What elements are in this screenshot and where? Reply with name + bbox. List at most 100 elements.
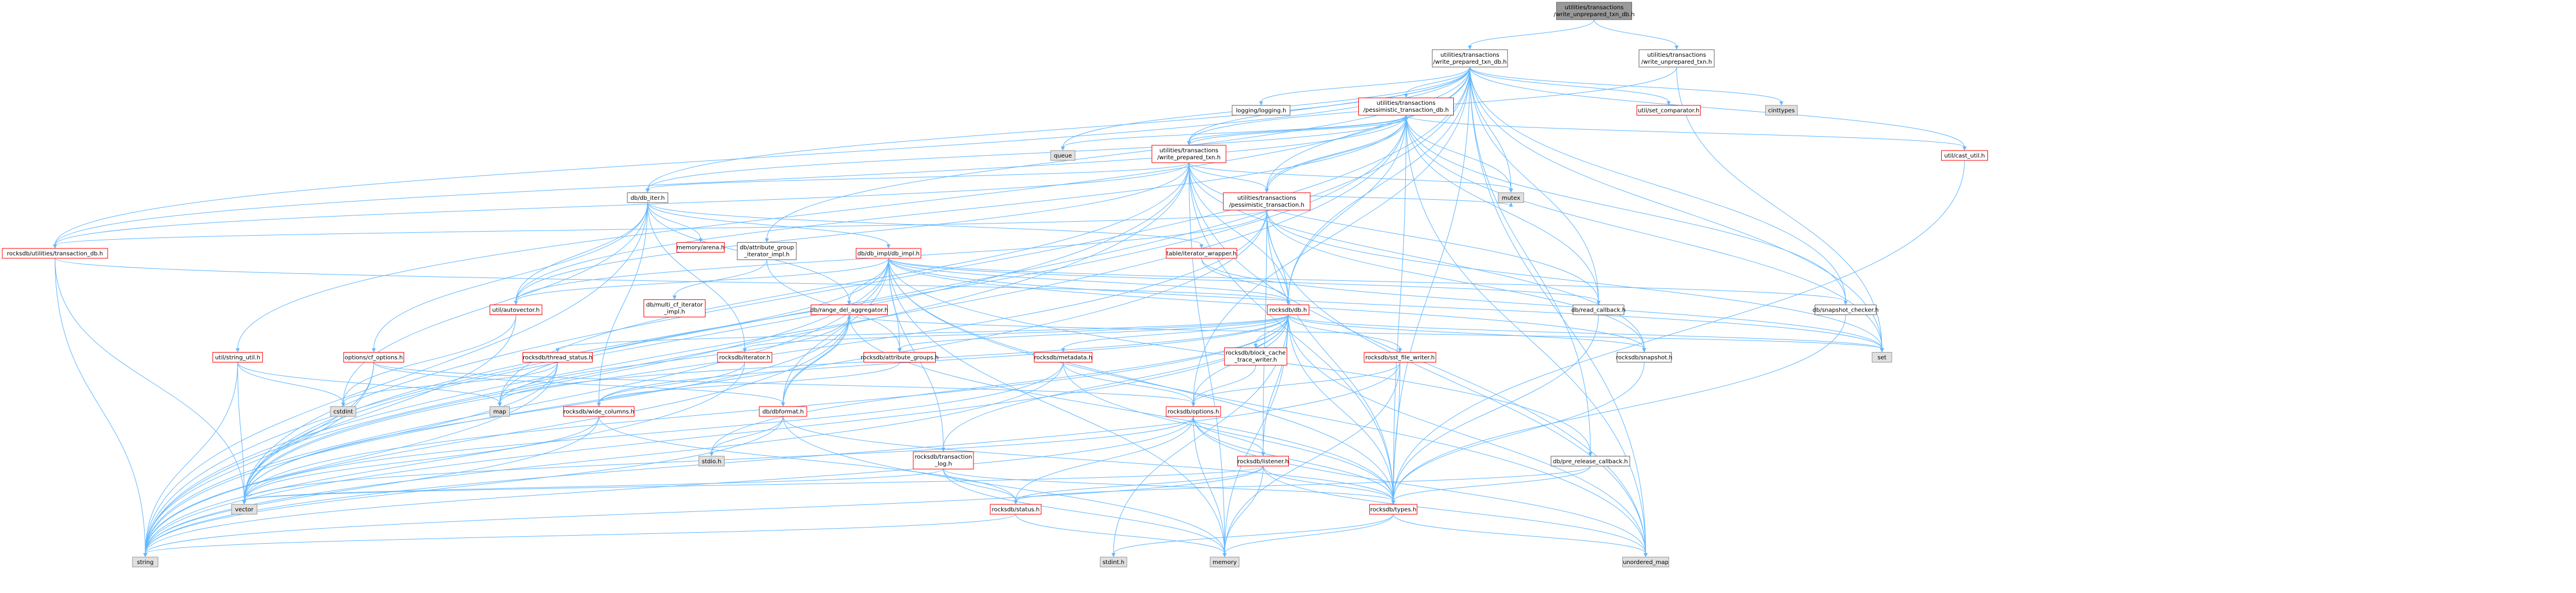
node-box bbox=[1572, 305, 1625, 315]
node-metadata[interactable]: rocksdb/metadata.h bbox=[1034, 352, 1093, 363]
node-queue[interactable]: queue bbox=[1050, 150, 1075, 161]
include-edge bbox=[1406, 115, 1965, 148]
node-vector[interactable]: vector bbox=[231, 504, 258, 515]
node-box bbox=[990, 504, 1042, 515]
node-options[interactable]: rocksdb/options.h bbox=[1166, 406, 1221, 417]
node-dbimpl[interactable]: db/db_impl/db_impl.h bbox=[855, 248, 921, 259]
node-box bbox=[1616, 352, 1672, 363]
include-edge bbox=[647, 202, 889, 246]
node-label: /write_unprepared_txn_db.h bbox=[1554, 12, 1635, 18]
node-readcb[interactable]: db/read_callback.h bbox=[1571, 305, 1626, 315]
edge-arrowhead bbox=[1254, 343, 1258, 348]
node-cfoptions[interactable]: options/cf_options.h bbox=[343, 352, 405, 363]
edge-arrowhead bbox=[1013, 500, 1018, 504]
edge-arrowhead bbox=[743, 348, 747, 353]
node-thrstatus[interactable]: rocksdb/thread_status.h bbox=[523, 352, 593, 363]
node-autovec[interactable]: util/autovector.h bbox=[490, 305, 542, 315]
node-attr-iter[interactable]: db/attribute_group_iterator_impl.h bbox=[737, 242, 797, 261]
node-rdb[interactable]: rocksdb/db.h bbox=[1267, 305, 1310, 315]
node-box bbox=[1369, 504, 1417, 515]
include-edge bbox=[244, 162, 1189, 502]
node-arena[interactable]: memory/arena.h bbox=[677, 242, 725, 253]
include-edge bbox=[1393, 314, 1846, 502]
include-edge bbox=[237, 362, 245, 502]
node-listener[interactable]: rocksdb/listener.h bbox=[1237, 456, 1289, 467]
include-edge bbox=[1288, 314, 1646, 554]
include-edge bbox=[145, 362, 238, 554]
node-label: rocksdb/thread_status.h bbox=[523, 354, 593, 361]
node-txnlog[interactable]: rocksdb/transaction_log.h bbox=[913, 451, 974, 470]
node-stdio[interactable]: stdio.h bbox=[699, 456, 725, 467]
node-strutil[interactable]: util/string_util.h bbox=[212, 352, 263, 363]
node-range-del[interactable]: db/range_del_aggregator.h bbox=[810, 305, 888, 315]
node-iterwrap[interactable]: table/iterator_wrapper.h bbox=[1166, 248, 1237, 259]
node-cstdint[interactable]: cstdint bbox=[330, 406, 357, 417]
node-dbiter[interactable]: db/db_iter.h bbox=[627, 192, 668, 203]
node-setcmp[interactable]: util/set_comparator.h bbox=[1636, 105, 1701, 116]
include-edge bbox=[1015, 466, 1263, 502]
node-prerelease[interactable]: db/pre_release_callback.h bbox=[1550, 456, 1630, 467]
node-wptxn[interactable]: utilities/transactions/write_prepared_tx… bbox=[1151, 145, 1226, 163]
node-blockcache[interactable]: rocksdb/block_cache_trace_writer.h bbox=[1224, 347, 1288, 366]
node-main[interactable]: utilities/transactions/write_unprepared_… bbox=[1554, 2, 1635, 20]
edge-arrowhead bbox=[1880, 348, 1884, 353]
node-txn-db[interactable]: rocksdb/utilities/transaction_db.h bbox=[2, 248, 108, 259]
include-edge bbox=[888, 258, 1883, 349]
node-set[interactable]: set bbox=[1872, 352, 1893, 363]
node-label: db/db_iter.h bbox=[630, 195, 664, 202]
node-mutex[interactable]: mutex bbox=[1498, 192, 1524, 203]
include-edge bbox=[1063, 115, 1406, 148]
include-edge bbox=[1113, 514, 1394, 554]
node-string[interactable]: string bbox=[132, 557, 159, 568]
node-dbformat[interactable]: db/dbformat.h bbox=[759, 406, 807, 417]
edge-arrowhead bbox=[1259, 101, 1263, 105]
node-types[interactable]: rocksdb/types.h bbox=[1369, 504, 1417, 515]
include-edge bbox=[943, 314, 1289, 449]
include-edge bbox=[647, 202, 1202, 246]
edge-arrowhead bbox=[941, 448, 946, 452]
node-box bbox=[343, 352, 405, 363]
node-logging[interactable]: logging/logging.h bbox=[1232, 105, 1291, 116]
include-edge bbox=[1266, 210, 1645, 349]
node-map[interactable]: map bbox=[490, 406, 510, 417]
include-edge bbox=[145, 314, 850, 554]
node-label: db/read_callback.h bbox=[1571, 308, 1626, 314]
include-edge bbox=[1266, 115, 1406, 189]
include-edge bbox=[899, 314, 1289, 349]
include-edge bbox=[1393, 314, 1599, 502]
include-edge bbox=[848, 314, 1394, 502]
node-iterator[interactable]: rocksdb/iterator.h bbox=[717, 352, 773, 363]
node-label: stdint.h bbox=[1103, 559, 1125, 566]
node-wutxn[interactable]: utilities/transactions/write_unprepared_… bbox=[1638, 49, 1715, 68]
node-cinttypes[interactable]: cinttypes bbox=[1765, 105, 1798, 116]
node-label: _impl.h bbox=[663, 309, 685, 315]
node-pess-txn[interactable]: utilities/transactions/pessimistic_trans… bbox=[1223, 192, 1311, 211]
node-label: util/string_util.h bbox=[215, 354, 260, 361]
include-edge bbox=[1594, 19, 1677, 46]
include-edge bbox=[54, 162, 1189, 246]
node-widecols[interactable]: rocksdb/wide_columns.h bbox=[563, 406, 635, 417]
include-edge bbox=[943, 468, 1394, 502]
include-edge bbox=[1224, 466, 1263, 554]
node-label: utilities/transactions bbox=[1440, 52, 1500, 58]
node-pess-db[interactable]: utilities/transactions/pessimistic_trans… bbox=[1358, 97, 1454, 116]
edge-arrowhead bbox=[143, 553, 148, 557]
node-status[interactable]: rocksdb/status.h bbox=[990, 504, 1042, 515]
node-wpdb[interactable]: utilities/transactions/write_prepared_tx… bbox=[1432, 49, 1508, 68]
node-castutil[interactable]: util/cast_util.h bbox=[1941, 150, 1988, 161]
node-memory[interactable]: memory bbox=[1210, 557, 1240, 568]
node-sstwriter[interactable]: rocksdb/sst_file_writer.h bbox=[1364, 352, 1436, 363]
node-snapshot[interactable]: rocksdb/snapshot.h bbox=[1616, 352, 1673, 363]
node-label: cinttypes bbox=[1768, 108, 1795, 114]
node-umap[interactable]: unordered_map bbox=[1622, 557, 1669, 568]
node-snapcheck[interactable]: db/snapshot_checker.h bbox=[1813, 305, 1879, 315]
include-edge bbox=[244, 416, 600, 502]
include-edge bbox=[1288, 314, 1883, 349]
node-multicf[interactable]: db/multi_cf_iterator_impl.h bbox=[644, 299, 705, 317]
edge-arrowhead bbox=[1186, 141, 1191, 145]
node-attrgroups[interactable]: rocksdb/attribute_groups.h bbox=[861, 352, 939, 363]
node-box bbox=[212, 352, 263, 363]
node-stdint[interactable]: stdint.h bbox=[1100, 557, 1127, 568]
include-edge bbox=[1188, 162, 1267, 189]
